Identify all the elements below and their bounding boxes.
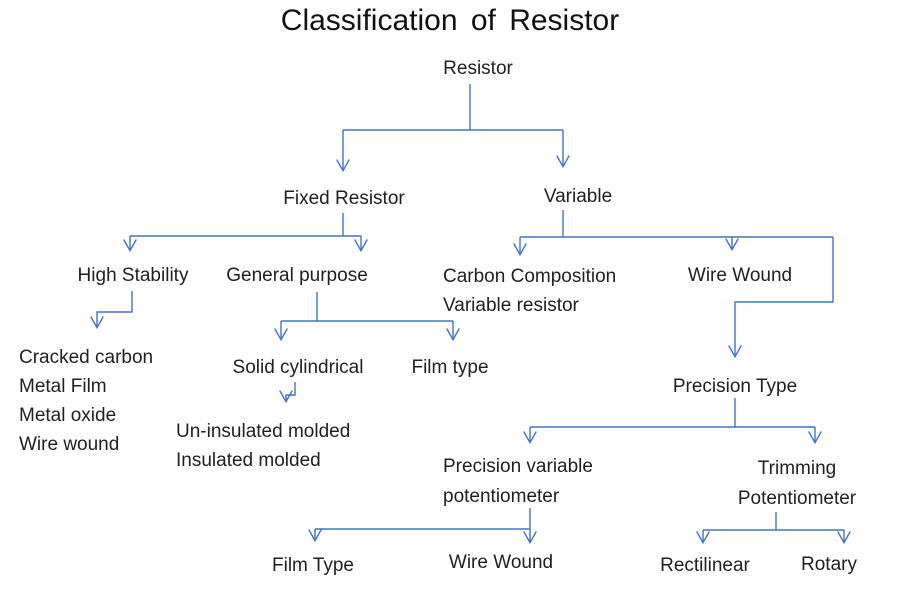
connector-arrow-molded-types [279, 382, 296, 404]
node-fixed-resistor: Fixed Resistor [283, 188, 405, 209]
node-film-type-general: Film type [411, 357, 489, 378]
connector-arrow-precision-type [728, 237, 834, 359]
node-solid-cylindrical: Solid cylindrical [232, 357, 364, 378]
node-trimming-potentiometer: Trimming Potentiometer [737, 458, 857, 509]
node-wire-wound-precision: Wire Wound [448, 552, 554, 573]
node-high-stability-types: Cracked carbon Metal Film Metal oxide Wi… [19, 347, 154, 455]
node-general-purpose: General purpose [226, 265, 368, 286]
node-film-type-precision: Film Type [271, 555, 355, 576]
node-variable: Variable [543, 186, 613, 207]
node-rectilinear: Rectilinear [660, 555, 750, 576]
node-molded-types: Un-insulated molded Insulated molded [176, 421, 351, 471]
node-precision-variable-potentiometer: Precision variable potentiometer [443, 456, 593, 507]
connector-arrow-high-stability-types [90, 291, 133, 330]
node-high-stability: High Stability [77, 265, 189, 286]
node-resistor: Resistor [443, 58, 513, 79]
node-rotary: Rotary [801, 554, 857, 575]
node-wire-wound-variable: Wire Wound [687, 265, 793, 286]
node-carbon-composition: Carbon Composition Variable resistor [443, 266, 617, 316]
diagram-title: Classification of Resistor [280, 4, 620, 37]
node-precision-type: Precision Type [672, 376, 798, 397]
